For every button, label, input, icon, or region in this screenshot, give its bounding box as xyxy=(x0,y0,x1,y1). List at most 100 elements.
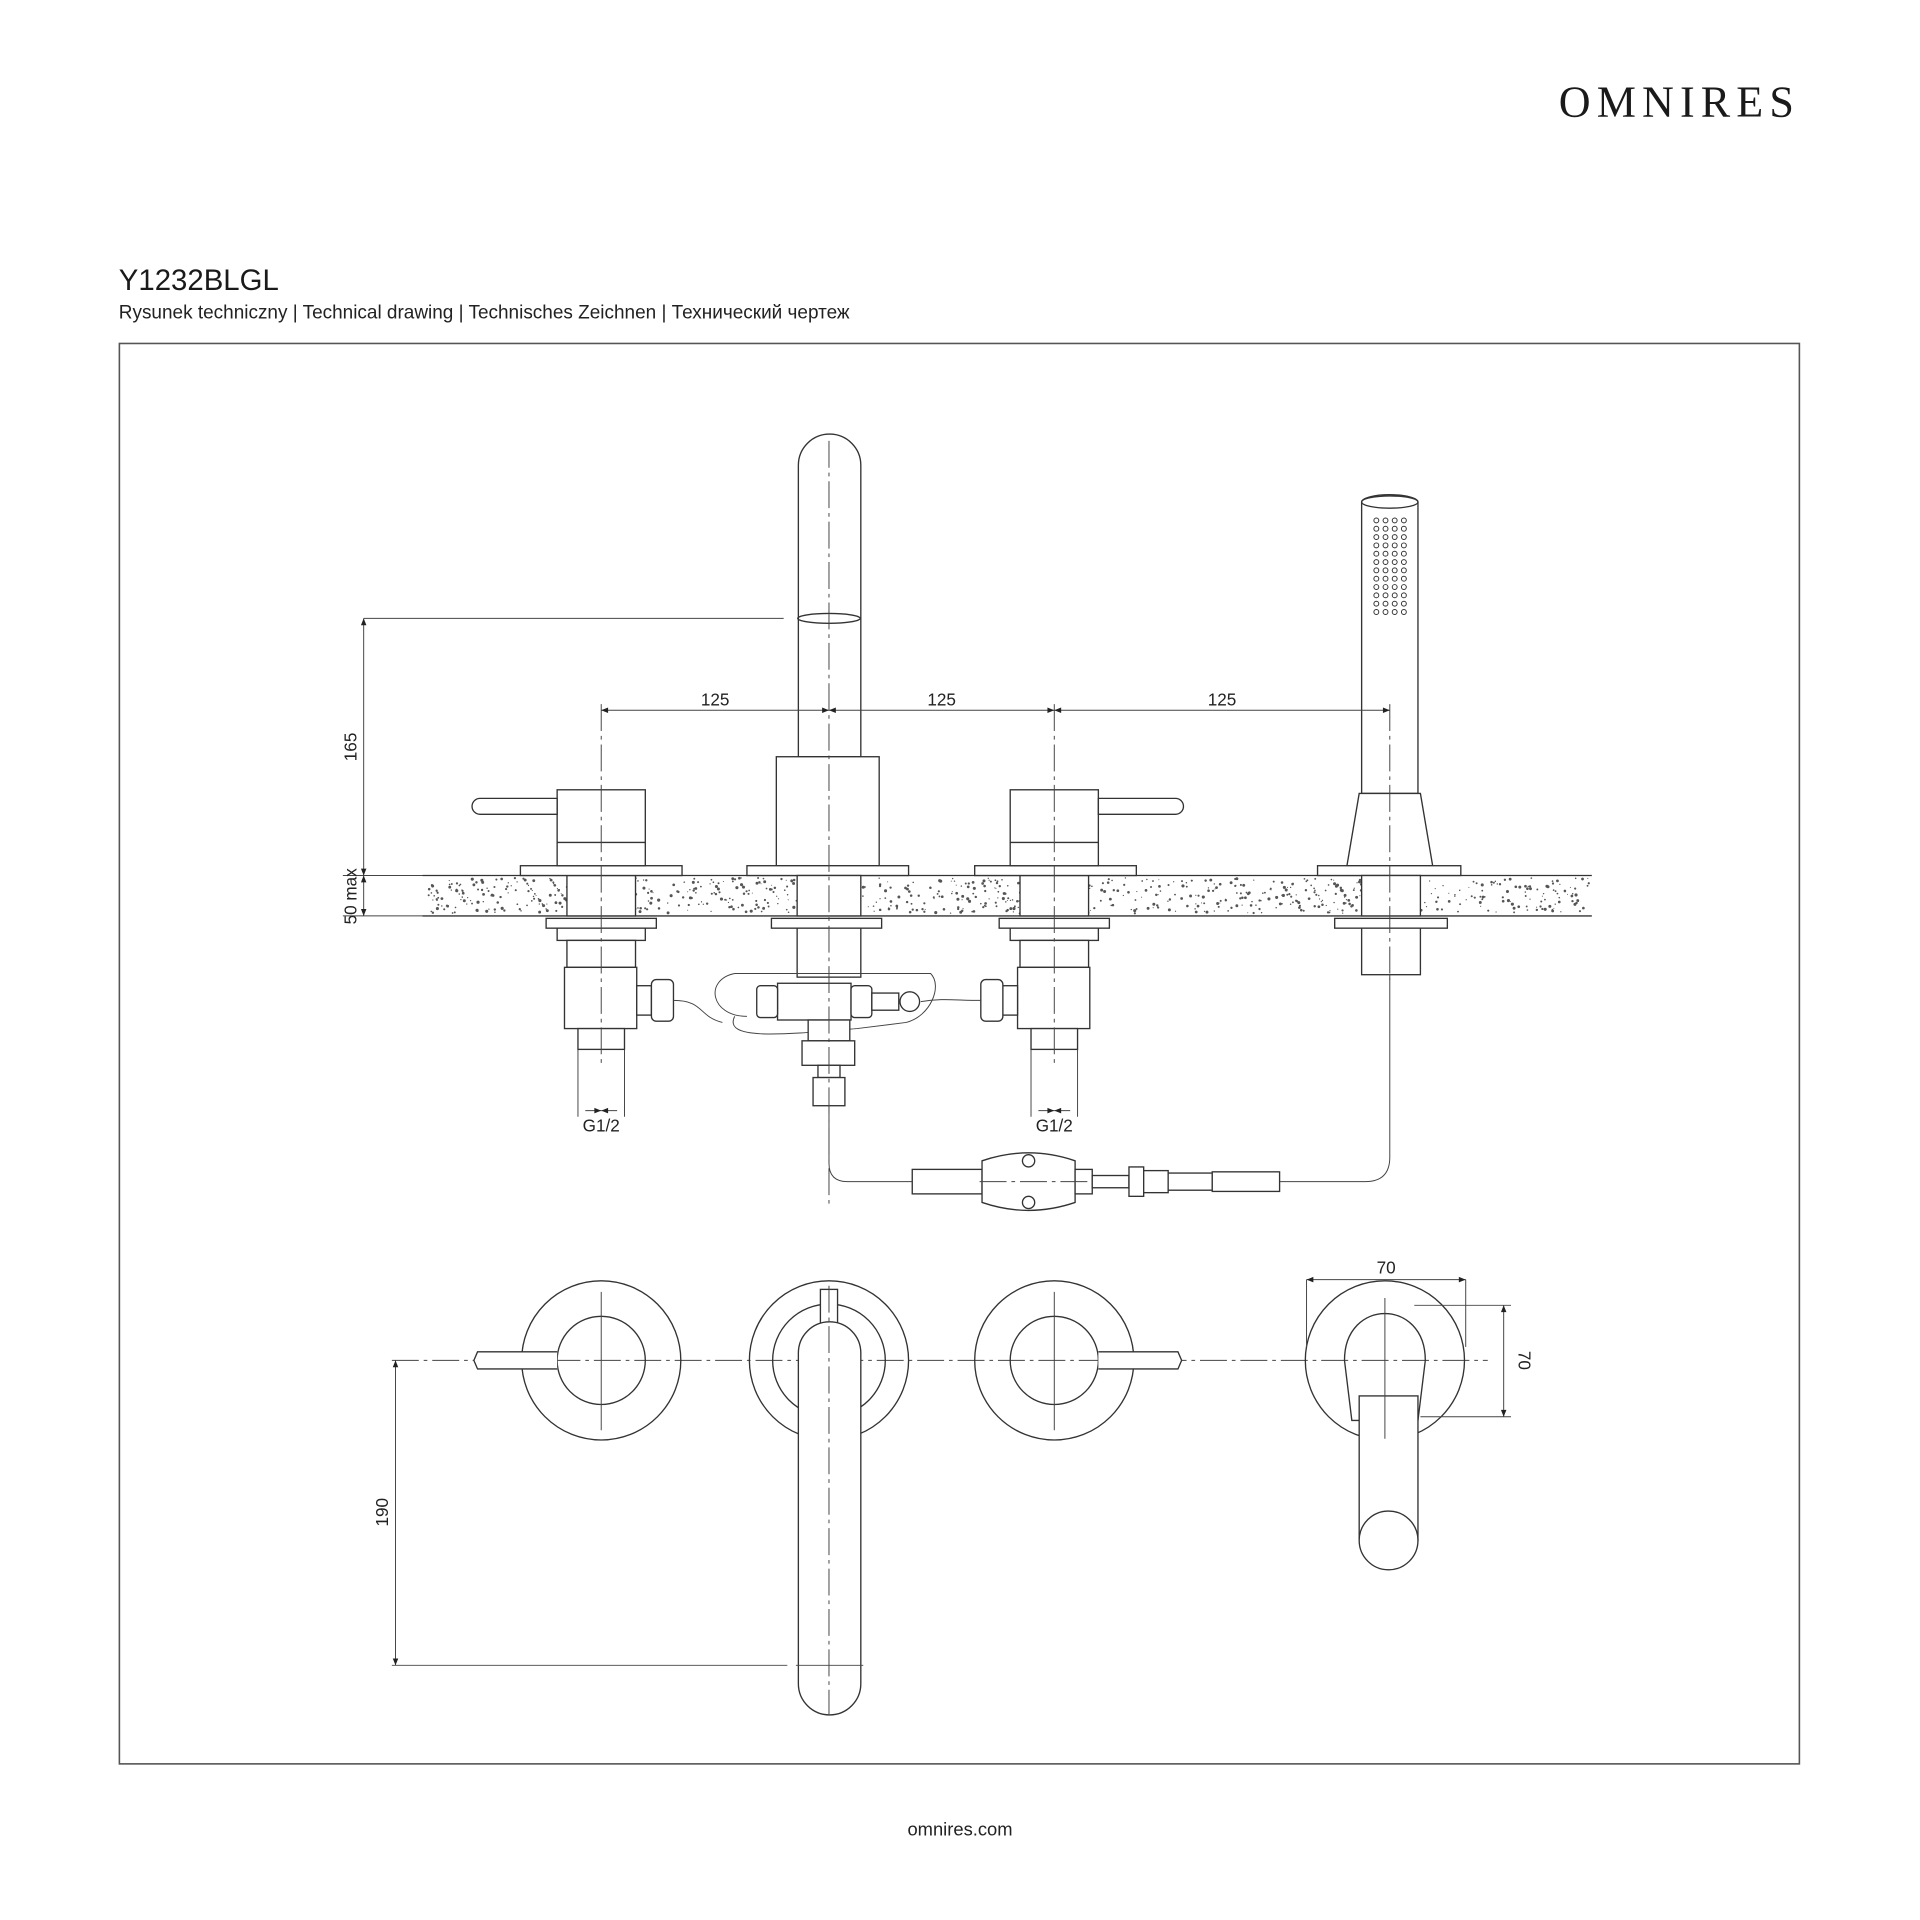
dim-label-g12-right: G1/2 xyxy=(1036,1115,1073,1135)
speckle xyxy=(1341,909,1344,912)
speckle xyxy=(1328,911,1331,914)
speckle xyxy=(1302,909,1305,912)
speckle xyxy=(496,901,500,904)
speckle xyxy=(1575,901,1578,905)
speckle xyxy=(669,894,673,898)
speckle xyxy=(1158,885,1161,888)
speckle xyxy=(1479,895,1482,898)
speckle xyxy=(435,889,438,892)
speckle xyxy=(907,890,911,893)
speckle xyxy=(1239,892,1242,895)
speckle xyxy=(1558,896,1561,899)
speckle xyxy=(751,892,753,894)
nozzle-dot xyxy=(1382,575,1389,582)
nozzle-dot xyxy=(1400,525,1407,532)
dim-label-165: 165 xyxy=(340,733,360,762)
speckle xyxy=(755,903,758,907)
speckle xyxy=(1152,880,1154,882)
speckle xyxy=(554,894,557,896)
speckle xyxy=(1304,889,1308,892)
speckle xyxy=(466,903,468,905)
speckle xyxy=(482,892,485,896)
speckle xyxy=(531,889,533,892)
speckle xyxy=(962,908,964,910)
speckle xyxy=(1314,877,1317,880)
speckle xyxy=(1333,901,1335,904)
speckle xyxy=(1459,903,1462,906)
speckle xyxy=(733,878,737,881)
speckle xyxy=(737,906,740,909)
speckle xyxy=(1100,888,1104,892)
speckle xyxy=(1478,901,1482,904)
speckle xyxy=(1465,899,1467,901)
speckle xyxy=(635,877,637,879)
speckle xyxy=(878,877,880,879)
speckle xyxy=(1263,891,1266,894)
speckle xyxy=(441,905,443,907)
brand-logo: OMNIRES xyxy=(1559,77,1800,126)
speckle xyxy=(1219,899,1222,902)
nozzle-dot xyxy=(1400,542,1407,549)
speckle xyxy=(940,895,944,899)
speckle xyxy=(1186,904,1189,908)
nozzle-dot xyxy=(1382,600,1389,607)
speckle xyxy=(710,892,713,895)
speckle xyxy=(548,893,552,897)
speckle xyxy=(763,880,767,884)
top-view: 70 70 190 xyxy=(372,1257,1534,1716)
speckle xyxy=(472,883,476,887)
speckle xyxy=(1135,907,1138,910)
speckle xyxy=(974,895,978,899)
speckle xyxy=(727,901,730,904)
speckle xyxy=(692,889,695,892)
dimension-height: 165 50 max xyxy=(340,617,784,924)
nozzle-dot xyxy=(1373,525,1380,532)
speckle xyxy=(757,906,760,909)
speckle xyxy=(1258,899,1261,902)
speckle xyxy=(878,884,882,888)
speckle xyxy=(1543,907,1547,911)
speckle xyxy=(730,905,733,909)
speckle xyxy=(530,887,533,890)
speckle xyxy=(1251,900,1253,903)
speckle xyxy=(732,907,735,911)
speckle xyxy=(500,906,504,910)
speckle xyxy=(1146,906,1150,910)
speckle xyxy=(1329,910,1331,912)
speckle xyxy=(1529,898,1531,900)
speckle xyxy=(681,896,685,899)
speckle xyxy=(1141,896,1143,898)
speckle xyxy=(500,877,503,881)
speckle xyxy=(695,891,697,894)
speckle xyxy=(535,894,537,896)
speckle xyxy=(910,902,913,905)
speckle xyxy=(747,892,750,895)
speckle xyxy=(1224,899,1228,902)
speckle xyxy=(518,908,521,911)
speckle xyxy=(527,890,530,893)
speckle xyxy=(912,881,915,884)
speckle xyxy=(1295,894,1297,896)
speckle xyxy=(785,908,788,911)
speckle xyxy=(1249,904,1253,907)
speckle xyxy=(1525,905,1528,908)
speckle xyxy=(697,903,700,906)
nozzle-dot xyxy=(1400,517,1407,524)
speckle xyxy=(994,887,996,889)
speckle xyxy=(1587,882,1590,885)
speckle xyxy=(740,903,744,907)
speckle xyxy=(1303,877,1306,880)
speckle xyxy=(1229,881,1233,885)
speckle xyxy=(731,880,734,883)
nozzle-dot xyxy=(1382,592,1389,599)
nozzle-dot xyxy=(1373,550,1380,557)
speckle xyxy=(650,896,653,900)
speckle xyxy=(884,897,887,900)
footer-website-link[interactable]: omnires.com xyxy=(907,1819,1012,1840)
speckle xyxy=(532,895,535,898)
speckle xyxy=(1501,899,1505,903)
speckle xyxy=(906,887,909,891)
speckle xyxy=(1013,905,1016,908)
speckle xyxy=(1556,879,1559,883)
speckle xyxy=(997,890,1000,893)
